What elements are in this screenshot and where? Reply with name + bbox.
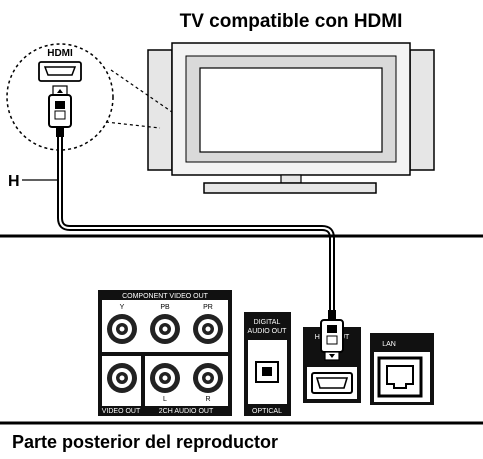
player-plug-mark-2: [326, 335, 338, 345]
lan-port-socket: [386, 365, 414, 389]
hdmi-cable: [59, 137, 333, 320]
component-pb-jack: [150, 314, 180, 344]
hdmi-out-port-socket: [315, 377, 349, 389]
tv-stand-base: [203, 182, 377, 194]
footer-caption: Parte posterior del reproductor: [12, 432, 278, 452]
audio-l-jack: [150, 363, 180, 393]
callout-leader-top: [110, 69, 173, 113]
optical-port-socket: [262, 367, 272, 376]
component-pb-label: PB: [160, 304, 170, 311]
component-header: COMPONENT VIDEO OUT: [122, 293, 209, 300]
component-pr-jack: [193, 314, 223, 344]
hdmi-callout-label: HDMI: [47, 48, 73, 59]
optical-label: OPTICAL: [252, 408, 282, 415]
player-plug-mark: [327, 325, 337, 333]
lan-port: [377, 356, 423, 398]
tv-hdmi-port-socket: [43, 66, 77, 76]
hdmi-callout: HDMI: [6, 43, 173, 151]
audio-l-label: L: [163, 396, 167, 403]
player-plug-strain-relief: [328, 310, 336, 320]
digital-audio-label-1: DIGITAL: [254, 319, 281, 326]
television: [147, 42, 435, 194]
component-y-jack: [107, 314, 137, 344]
component-y-label: Y: [120, 304, 125, 311]
audio-r-jack: [193, 363, 223, 393]
audio-2ch-label: 2CH AUDIO OUT: [159, 408, 214, 415]
tv-screen: [199, 67, 383, 153]
audio-r-label: R: [205, 396, 210, 403]
hdmi-plug-mark-2: [54, 110, 66, 120]
lan-label: LAN: [382, 341, 396, 348]
video-out-label: VIDEO OUT: [102, 408, 141, 415]
hdmi-plug-mark: [55, 101, 65, 109]
video-out-jack: [107, 363, 137, 393]
component-pr-label: PR: [203, 304, 213, 311]
component-video-block: COMPONENT VIDEO OUT Y PB PR L R VIDEO OU…: [98, 290, 232, 416]
player-hdmi-plug: [320, 310, 344, 361]
tv-title: TV compatible con HDMI: [180, 11, 403, 32]
tv-stand-neck: [280, 174, 302, 184]
hdmi-plug-strain-relief: [56, 127, 64, 137]
lan-block: LAN: [370, 333, 434, 405]
tv-right-speaker: [409, 49, 435, 171]
tv-left-speaker: [147, 49, 173, 171]
digital-audio-label-2: AUDIO OUT: [248, 328, 288, 335]
hdmi-plug-arrow-icon: [57, 89, 63, 93]
cable-label: H: [8, 173, 20, 190]
tv-hdmi-port: [38, 61, 82, 82]
digital-audio-block: DIGITAL AUDIO OUT OPTICAL: [244, 312, 291, 416]
player-plug-arrow-icon: [329, 354, 335, 358]
